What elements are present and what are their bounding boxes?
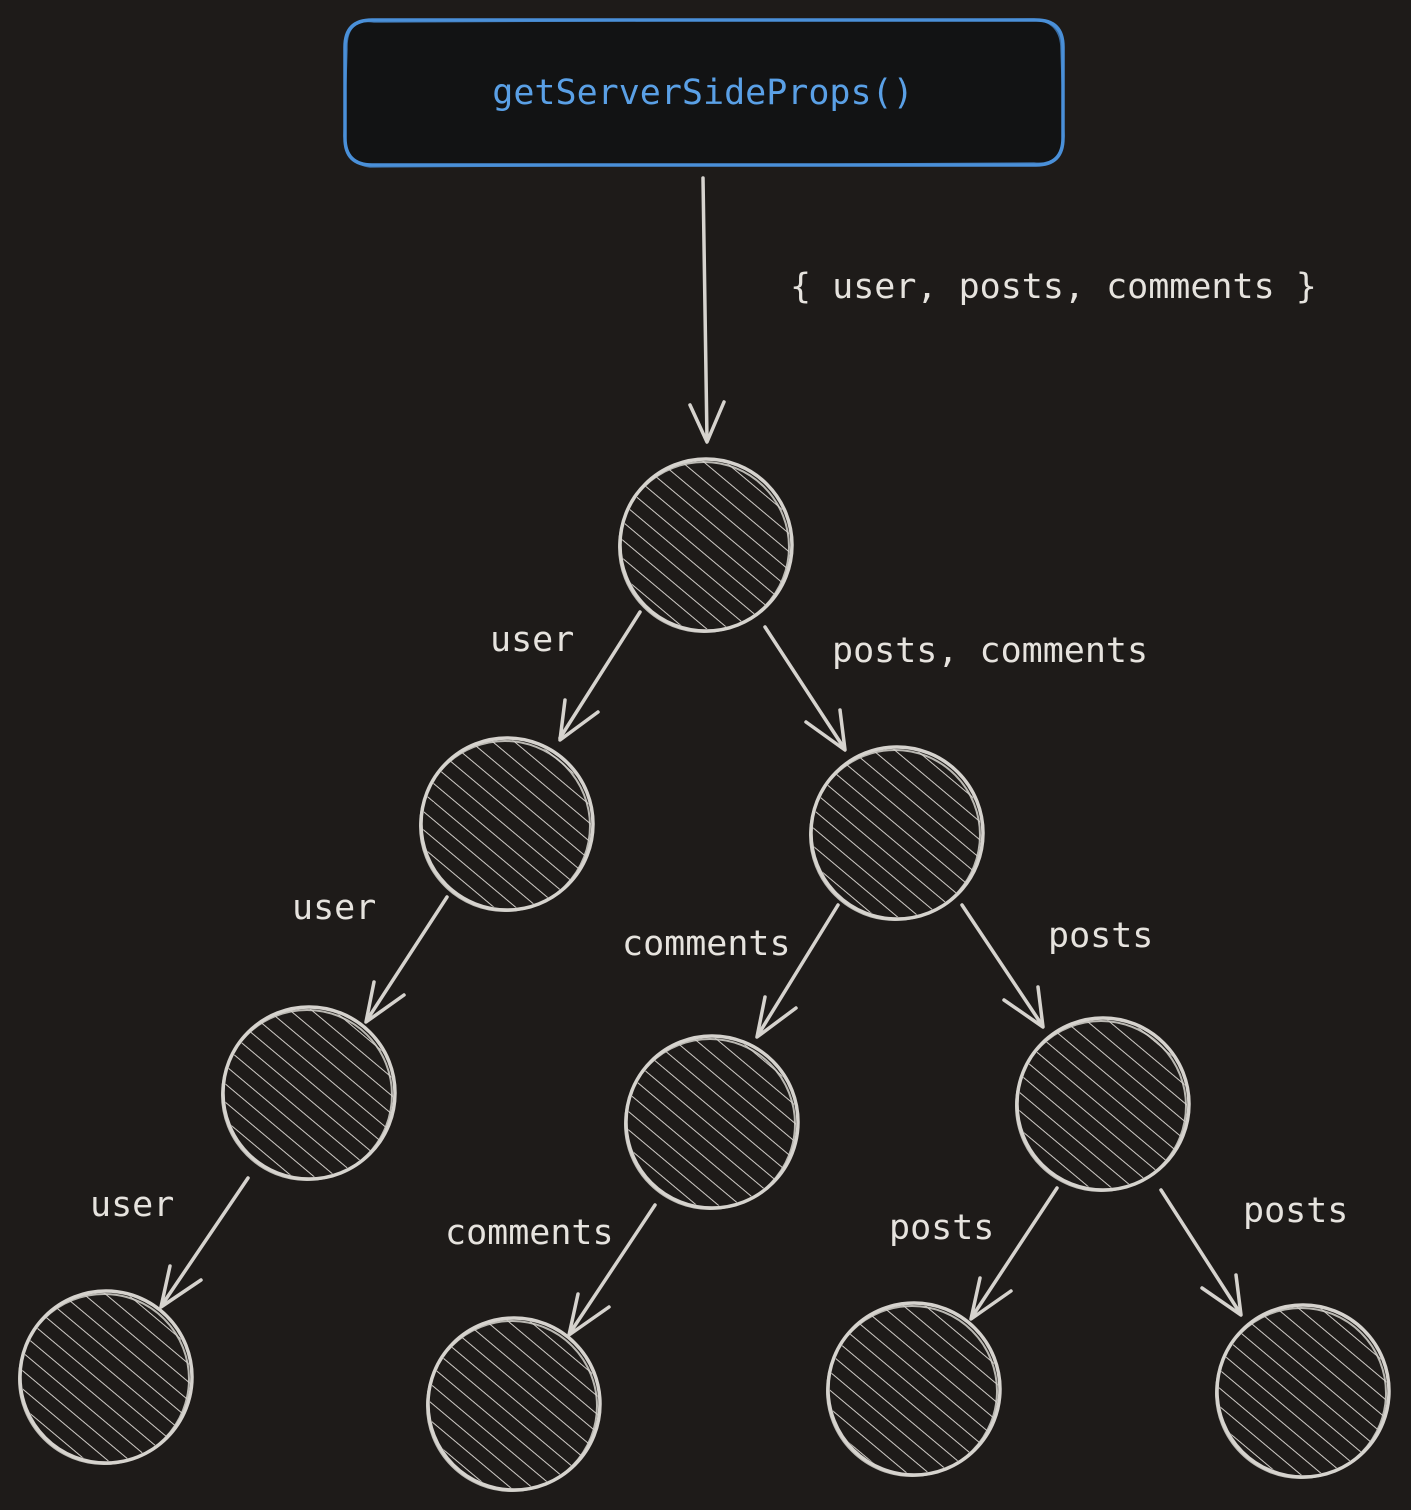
edge-label-n5-n8: comments	[445, 1213, 614, 1253]
edge-label-n1-n2: user	[490, 620, 574, 660]
edge-n1-n2	[558, 610, 642, 742]
tree-node-n5	[624, 1034, 800, 1210]
edge-label-n2-n4: user	[292, 888, 376, 928]
edge-n3-n6	[960, 903, 1045, 1029]
edge-label-n3-n6: posts	[1048, 916, 1153, 956]
tree-node-n10	[1215, 1303, 1391, 1479]
tree-node-n9	[826, 1301, 1002, 1477]
tree-node-n2	[419, 736, 595, 912]
edge-n6-n9	[969, 1186, 1059, 1321]
tree-node-n8	[426, 1316, 602, 1492]
edge-n2-n4	[364, 895, 449, 1024]
edge-label-n6-n9: posts	[889, 1208, 994, 1248]
edge-n4-n7	[159, 1176, 250, 1309]
edge-n5-n8	[567, 1203, 657, 1337]
edge-n3-n5	[755, 903, 840, 1039]
edge-label-n1-n3: posts, comments	[832, 631, 1148, 671]
edge-label-n6-n10: posts	[1243, 1191, 1348, 1231]
root-box	[343, 18, 1065, 167]
edge-label-n4-n7: user	[90, 1185, 174, 1225]
tree-node-n6	[1015, 1016, 1191, 1192]
edge-n6-n10	[1159, 1188, 1243, 1317]
root-box-sketch	[343, 18, 1065, 168]
edge-label-n3-n5: comments	[622, 924, 791, 964]
edge-root-n1	[688, 176, 726, 444]
tree-node-n1	[618, 457, 794, 633]
root-label: getServerSideProps()	[492, 73, 913, 113]
root-node: getServerSideProps()	[343, 18, 1065, 168]
edge-n1-n3	[763, 625, 847, 752]
tree-node-n7	[18, 1289, 194, 1465]
tree-node-n3	[809, 745, 985, 921]
tree-node-n4	[221, 1005, 397, 1181]
edge-label-root: { user, posts, comments }	[790, 267, 1317, 307]
